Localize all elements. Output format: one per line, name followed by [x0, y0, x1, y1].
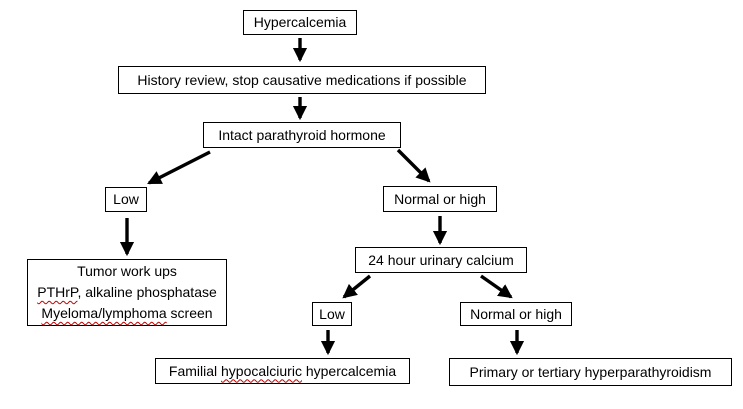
- arrow-ipth-to-low: [147, 150, 211, 185]
- tumor-workup-line2: PTHrP, alkaline phosphatase: [37, 282, 217, 303]
- tumor-workup-line3: Myeloma/lymphoma screen: [41, 303, 212, 324]
- node-pth-low-label: Low: [113, 191, 139, 207]
- node-pth-normal-or-high-label: Normal or high: [394, 190, 486, 207]
- node-primary-or-tertiary-hyperparathyroidism: Primary or tertiary hyperparathyroidism: [449, 358, 732, 386]
- node-intact-parathyroid-hormone: Intact parathyroid hormone: [203, 122, 401, 148]
- node-history-review-label: History review, stop causative medicatio…: [137, 71, 467, 88]
- tumor-workup-line2-rest: , alkaline phosphatase: [77, 284, 217, 300]
- node-hypercalcemia-label: Hypercalcemia: [253, 14, 347, 30]
- node-familial-hypocalciuric-hypercalcemia: Familial hypocalciuric hypercalcemia: [155, 358, 410, 384]
- node-urinary-normal-or-high-label: Normal or high: [470, 305, 562, 322]
- tumor-workup-line3-rest: screen: [166, 305, 213, 321]
- node-urinary-low: Low: [312, 302, 352, 326]
- node-hypercalcemia: Hypercalcemia: [243, 10, 357, 35]
- node-intact-parathyroid-hormone-label: Intact parathyroid hormone: [218, 126, 386, 143]
- familial-label-pre: Familial: [168, 362, 222, 379]
- misspelled-word-pthrp: PTHrP: [37, 284, 78, 300]
- tumor-workup-line1: Tumor work ups: [77, 263, 177, 279]
- familial-label-post: hypercalcemia: [301, 362, 397, 379]
- misspelled-word-hypocalciuric: hypocalciuric: [221, 362, 302, 379]
- arrow-urinary-to-normal-high: [480, 274, 513, 299]
- node-urinary-normal-or-high: Normal or high: [460, 302, 572, 326]
- arrow-urinary-to-low: [342, 274, 372, 299]
- misspelled-word-myeloma-lymphoma: Myeloma/lymphoma: [41, 305, 167, 321]
- node-history-review: History review, stop causative medicatio…: [118, 66, 486, 94]
- node-pth-normal-or-high: Normal or high: [383, 186, 497, 212]
- node-tumor-workup: Tumor work ups PTHrP, alkaline phosphata…: [27, 259, 227, 326]
- node-pth-low: Low: [105, 187, 147, 212]
- node-primary-or-tertiary-label: Primary or tertiary hyperparathyroidism: [469, 363, 712, 380]
- node-24h-urinary-calcium: 24 hour urinary calcium: [355, 247, 527, 273]
- arrow-ipth-to-normal-high: [396, 148, 431, 183]
- node-urinary-low-label: Low: [319, 305, 345, 322]
- familial-label: Familial hypocalciuric hypercalcemia: [169, 361, 396, 382]
- node-24h-urinary-calcium-label: 24 hour urinary calcium: [368, 251, 514, 268]
